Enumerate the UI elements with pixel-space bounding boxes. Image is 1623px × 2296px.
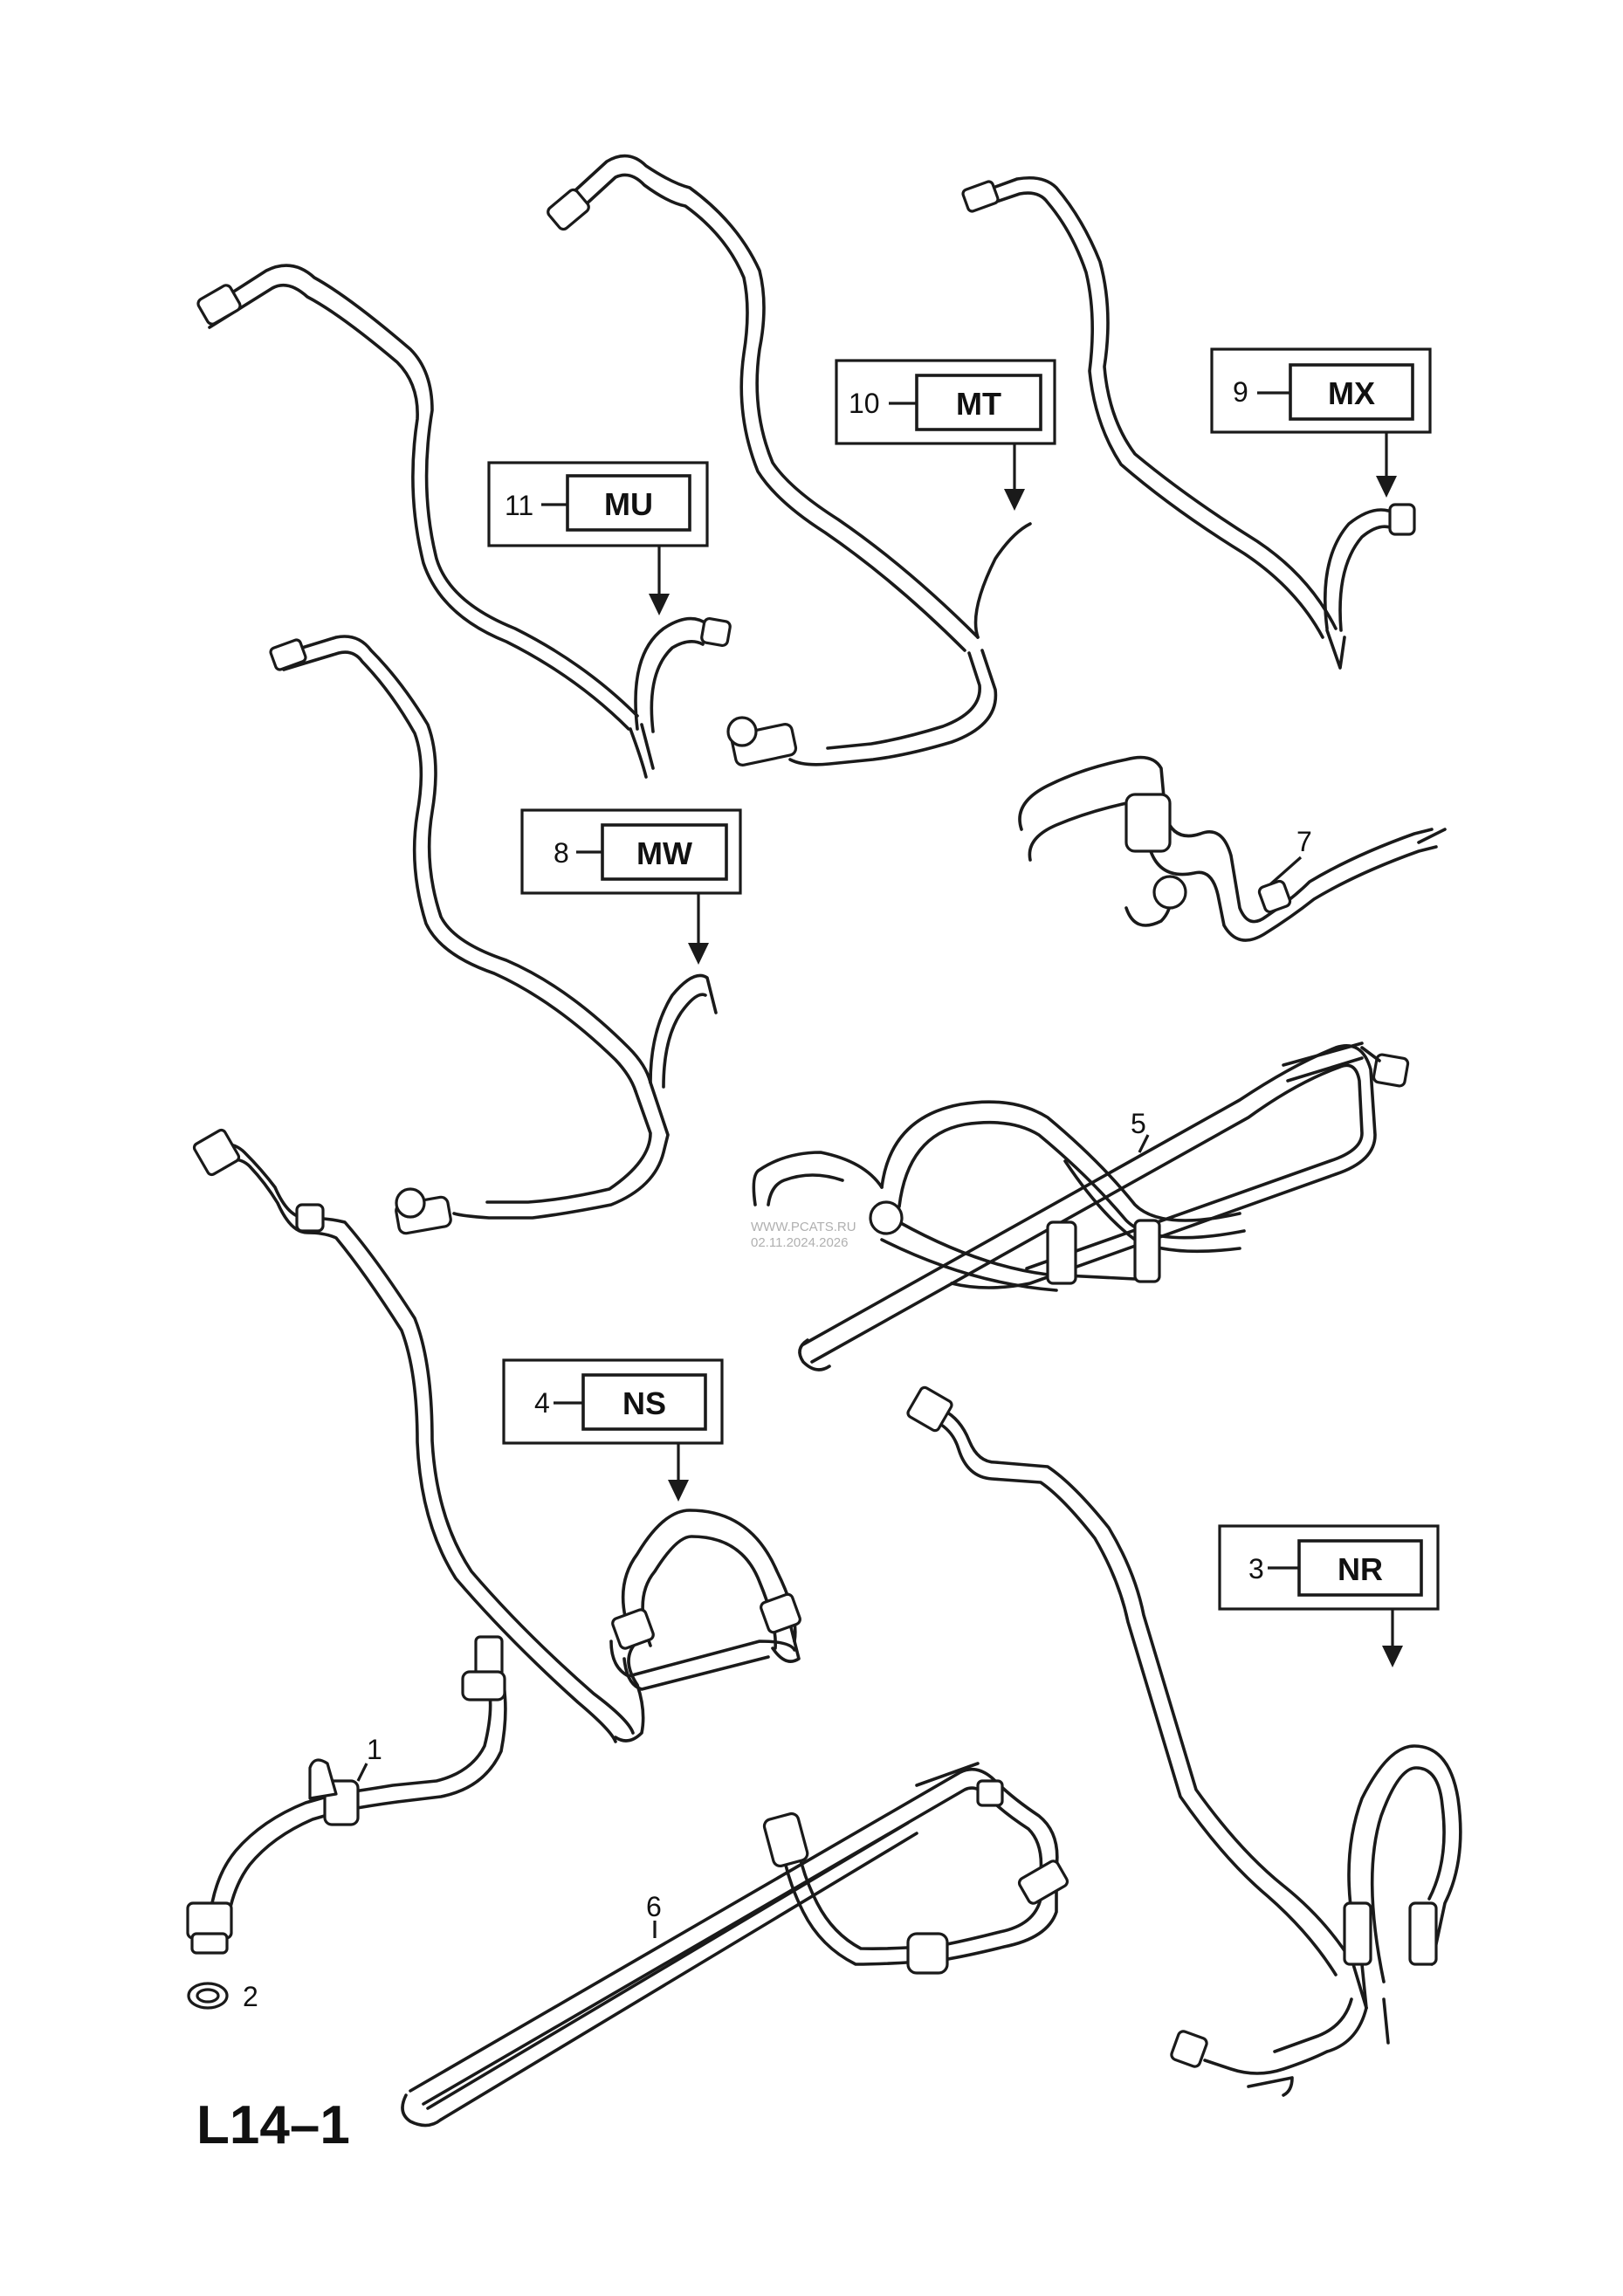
callout-code: MT: [956, 386, 1001, 422]
callout-11-mu: 11 MU: [487, 461, 709, 615]
callout-code: NS: [622, 1385, 666, 1421]
callout-number: 11: [505, 490, 533, 521]
callout-code-box[interactable]: [566, 474, 691, 532]
callout-3-nr: 3 NR: [1218, 1524, 1440, 1667]
svg-text:2: 2: [243, 1981, 258, 2012]
callout-number: 3: [1248, 1553, 1264, 1585]
callout-number: 9: [1233, 376, 1248, 408]
callout-8-mw: 8 MW: [520, 808, 742, 965]
callout-code: MU: [604, 486, 653, 522]
hose-part-11[interactable]: [196, 264, 732, 779]
svg-text:02.11.2024.2026: 02.11.2024.2026: [751, 1235, 849, 1250]
callout-number: 8: [554, 837, 569, 869]
callout-number: 4: [534, 1387, 550, 1419]
diagram-title: L14–1: [196, 2095, 350, 2155]
callout-code-box[interactable]: [915, 374, 1042, 431]
callout-code: MW: [636, 835, 692, 871]
watermark: WWW.PCATS.RU 02.11.2024.2026: [751, 1220, 856, 1250]
callout-code: MX: [1328, 375, 1375, 411]
part-label-5: 5: [1131, 1108, 1150, 1153]
callout-4-ns: 4 NS: [502, 1358, 724, 1502]
hose-part-4[interactable]: [192, 1128, 801, 1743]
svg-text:5: 5: [1131, 1108, 1146, 1139]
callout-code-box[interactable]: [601, 823, 728, 881]
part-label-7: 7: [1269, 826, 1312, 886]
callout-code-box[interactable]: [1289, 363, 1414, 421]
hose-part-1[interactable]: [186, 1635, 507, 1955]
part-label-1: 1: [356, 1734, 382, 1782]
callout-10-mt: 10 MT: [835, 359, 1056, 511]
hose-part-3[interactable]: [906, 1385, 1462, 2097]
hose-part-8[interactable]: [269, 635, 718, 1235]
hose-part-10[interactable]: [546, 154, 1032, 766]
hose-part-5[interactable]: [752, 1041, 1410, 1371]
part-label-2: 2: [243, 1981, 258, 2012]
hose-part-9[interactable]: [961, 175, 1416, 670]
hose-part-6[interactable]: [401, 1762, 1069, 2128]
svg-text:1: 1: [367, 1734, 382, 1765]
callout-number: 10: [849, 388, 880, 419]
svg-text:WWW.PCATS.RU: WWW.PCATS.RU: [751, 1220, 856, 1234]
callout-code-box[interactable]: [581, 1373, 707, 1431]
callout-code-box[interactable]: [1297, 1539, 1423, 1597]
part-label-6: 6: [646, 1891, 662, 1938]
svg-text:6: 6: [646, 1891, 662, 1922]
callout-9-mx: 9 MX: [1210, 347, 1432, 498]
o-ring-part-2[interactable]: [187, 1982, 229, 2010]
callout-code: NR: [1338, 1551, 1383, 1587]
hose-part-7[interactable]: [1018, 755, 1447, 942]
svg-text:7: 7: [1296, 826, 1312, 857]
